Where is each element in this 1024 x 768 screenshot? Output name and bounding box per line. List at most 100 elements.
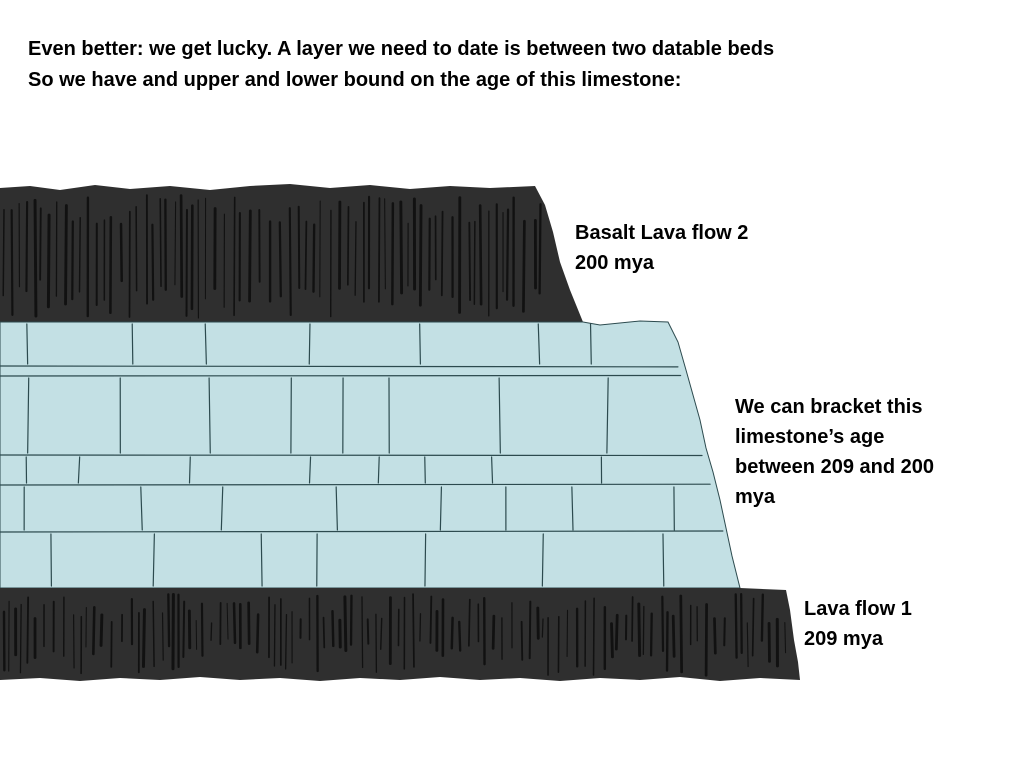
basalt-bottom-shape (0, 588, 800, 681)
limestone-layer (0, 320, 741, 589)
basalt-streak (610, 622, 614, 659)
basalt-streak (491, 614, 496, 650)
limestone-joint (571, 486, 574, 531)
basalt-streak (312, 223, 316, 293)
basalt-streak (159, 197, 162, 288)
basalt-streak (361, 596, 364, 669)
limestone-bedding-plane (0, 454, 703, 457)
basalt-streak (384, 198, 386, 290)
basalt-lava-flow-2-label: Basalt Lava flow 2 200 mya (575, 218, 748, 278)
limestone-joint (26, 323, 29, 365)
basalt-streak (226, 602, 229, 640)
basalt-streak (64, 204, 68, 306)
basalt-streak (378, 197, 381, 303)
lava-flow-1-layer (0, 588, 800, 681)
limestone-joint (377, 456, 380, 484)
limestone-joint (491, 456, 494, 484)
basalt-streak (440, 210, 444, 297)
basalt-streak (538, 203, 542, 295)
limestone-bracket-label: We can bracket this limestone’s age betw… (735, 392, 934, 512)
basalt-streak (273, 604, 276, 667)
basalt-streak (614, 613, 619, 651)
limestone-joint (589, 323, 592, 365)
basalt-streak (399, 200, 404, 295)
basalt-streak (288, 207, 292, 317)
limestone-joint (152, 533, 155, 587)
basalt-streak (419, 613, 422, 642)
basalt-streak (119, 222, 123, 283)
basalt-streak (631, 596, 634, 642)
basalt-streak (71, 220, 74, 301)
limestone-joint (424, 456, 426, 484)
limestone-bedding-plane (0, 374, 682, 377)
basalt-streak (592, 597, 595, 676)
basalt-streak (473, 220, 476, 305)
basalt-streak (179, 194, 184, 298)
intro-line-2: So we have and upper and lower bound on … (28, 69, 682, 91)
basalt-streak (346, 206, 350, 286)
basalt-streak (304, 220, 308, 290)
basalt-streak (637, 602, 642, 657)
basalt-streak (380, 617, 383, 650)
limestone-joint (27, 377, 30, 454)
basalt-streak (39, 207, 42, 281)
basalt-top-streaks (2, 194, 542, 319)
basalt-streak (182, 600, 186, 659)
basalt-streak (92, 606, 96, 656)
basalt-streak (167, 593, 171, 648)
limestone-joint (260, 533, 263, 587)
limestone-joint (537, 323, 541, 365)
limestone-joint (419, 323, 421, 365)
basalt-streak (468, 598, 471, 647)
basalt-streak (528, 600, 532, 660)
lava-flow-1-age: 209 mya (804, 628, 883, 650)
basalt-streak (46, 213, 51, 309)
limestone-joint (606, 377, 609, 454)
intro-line-1: Even better: we get lucky. A layer we ne… (28, 38, 775, 60)
basalt-streak (322, 616, 326, 649)
basalt-streak (297, 205, 301, 289)
intro-text: Even better: we get lucky. A layer we ne… (28, 34, 774, 96)
basalt-streak (468, 221, 472, 301)
basalt-streak (391, 202, 395, 306)
basalt-streak (284, 613, 288, 670)
basalt-streak (200, 602, 204, 657)
limestone-joint (220, 486, 224, 531)
basalt-streak (505, 208, 510, 301)
basalt-streak (331, 610, 335, 648)
limestone-bracket-line-4: mya (735, 486, 776, 508)
limestone-joint (140, 486, 143, 531)
basalt-streak (478, 204, 483, 306)
basalt-streak (10, 209, 14, 316)
basalt-streak (151, 223, 155, 301)
basalt-streak (232, 602, 237, 645)
basalt-streak (642, 605, 645, 655)
basalt-lava-flow-2-name: Basalt Lava flow 2 (575, 222, 749, 244)
basalt-streak (247, 601, 251, 645)
limestone-joint (308, 323, 311, 365)
basalt-streak (734, 593, 738, 659)
basalt-top-shape (0, 184, 583, 322)
basalt-streak (746, 622, 749, 668)
basalt-streak (661, 595, 665, 652)
limestone-joint (308, 456, 312, 484)
limestone-bedding-plane (0, 365, 679, 368)
limestone-shape (0, 320, 741, 589)
limestone-joint (424, 533, 427, 587)
basalt-streak (210, 622, 213, 641)
basalt-streak (141, 608, 146, 668)
basalt-streak (723, 617, 726, 647)
basalt-streak (649, 612, 653, 657)
basalt-streak (713, 617, 717, 655)
basalt-streak (99, 613, 104, 647)
basalt-streak (751, 597, 755, 657)
basalt-bottom-streaks (2, 593, 787, 677)
basalt-lava-flow-2-layer (0, 184, 583, 322)
basalt-streak (366, 618, 370, 645)
limestone-joint (188, 456, 191, 484)
limestone-joint (335, 486, 338, 531)
basalt-streak (152, 600, 155, 668)
limestone-bracket-line-3: between 209 and 200 (735, 456, 934, 478)
basalt-streak (522, 219, 526, 313)
limestone-joint (77, 456, 81, 484)
